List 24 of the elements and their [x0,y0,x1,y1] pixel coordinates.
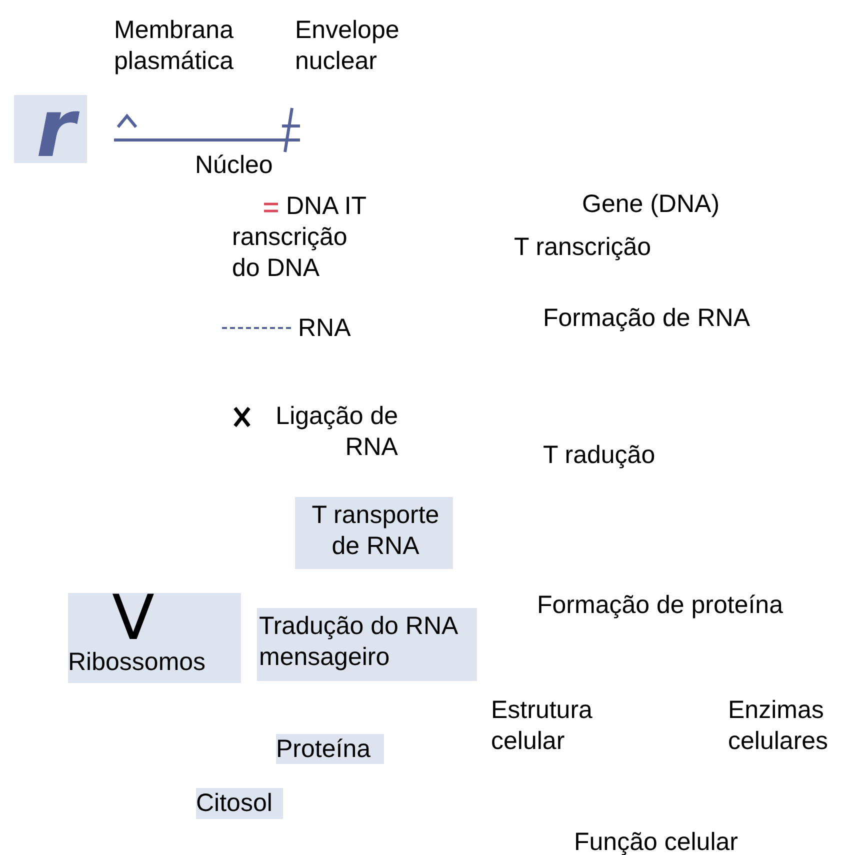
letter-glyph [14,95,87,163]
process-box [295,497,453,569]
legend-label: DNA IT ranscrição do DNA [232,191,368,284]
text-label: Envelope nuclear [295,15,400,77]
text-label: T ranscrição [514,232,652,263]
text-label: Núcleo [195,150,274,181]
text-label: Formação de proteína [537,590,784,621]
box-label: Proteína [276,734,371,765]
process-box [257,608,477,681]
text-label: Enzimas celulares [728,695,830,757]
box-label: Tradução do RNA mensageiro [259,611,458,673]
text-label: T radução [543,440,656,471]
text-label: Gene (DNA) [582,189,721,220]
legend-label: RNA [298,313,352,344]
v-glyph: V [112,587,154,649]
text-label: Formação de RNA [543,303,752,334]
legend-label: Ligação de RNA [274,401,398,463]
box-label: Ribossomos [68,647,206,678]
ribosome-box [68,593,241,683]
box-label: T ransporte de RNA [310,500,440,562]
text-label: Membrana plasmática [114,15,234,77]
box-label: Citosol [196,788,272,819]
text-label: Estrutura celular [491,695,594,757]
text-label: Função celular [574,827,739,855]
